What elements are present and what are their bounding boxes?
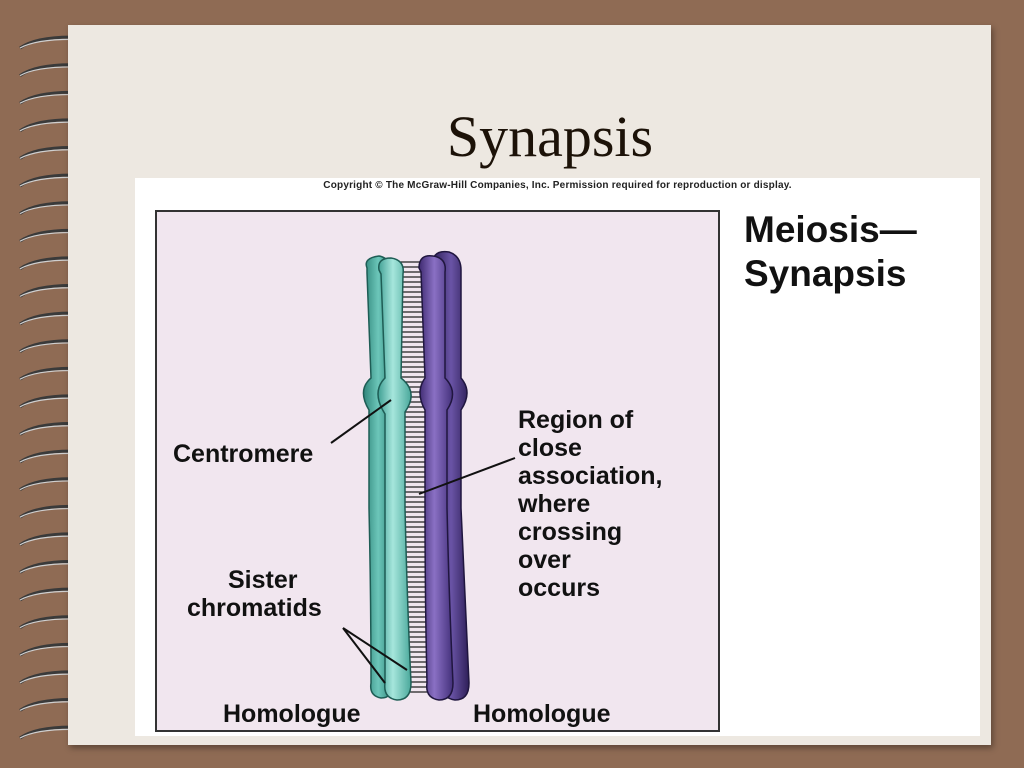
sister-leader-1 bbox=[342, 627, 386, 684]
sister-chromatids-label-line-2: chromatids bbox=[187, 594, 322, 622]
centromere-leader bbox=[330, 399, 392, 444]
figure-title: Meiosis— Synapsis bbox=[744, 208, 917, 296]
homologue-right-label: Homologue bbox=[473, 700, 611, 728]
region-label-line: association, bbox=[518, 462, 663, 490]
sister-chromatids-label-line-1: Sister bbox=[228, 566, 298, 594]
region-label-line: occurs bbox=[518, 574, 600, 602]
region-label-line: where bbox=[518, 490, 591, 518]
region-leader bbox=[418, 457, 516, 495]
figure-title-line-2: Synapsis bbox=[744, 253, 907, 294]
textbook-figure: Copyright © The McGraw-Hill Companies, I… bbox=[135, 178, 980, 736]
homologue-left-label: Homologue bbox=[223, 700, 361, 728]
copyright-notice: Copyright © The McGraw-Hill Companies, I… bbox=[323, 180, 792, 191]
region-label-line: close bbox=[518, 434, 582, 462]
centromere-label: Centromere bbox=[173, 440, 314, 468]
region-label-line: crossing bbox=[518, 518, 623, 546]
purple-sister-chromatid-front bbox=[418, 255, 454, 701]
region-label-line: Region of bbox=[518, 406, 634, 434]
slide-title: Synapsis bbox=[446, 104, 654, 169]
teal-sister-chromatid-front bbox=[377, 257, 412, 701]
chromosome-diagram bbox=[330, 250, 516, 701]
figure-title-line-1: Meiosis— bbox=[744, 209, 917, 250]
region-label-line: over bbox=[518, 546, 571, 574]
region-label: Region of close association, where cross… bbox=[518, 406, 663, 602]
sister-leader-2 bbox=[342, 627, 408, 671]
